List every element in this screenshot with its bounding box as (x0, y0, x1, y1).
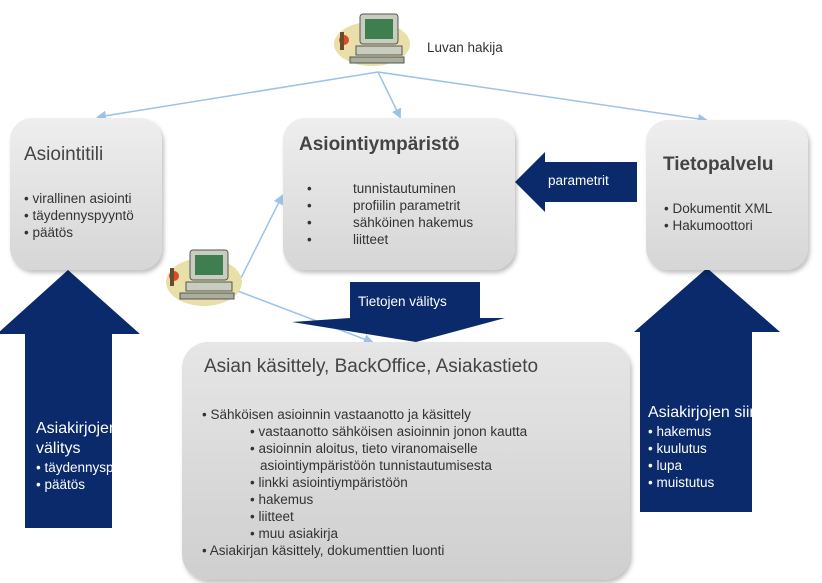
list-item: • liitteet (250, 509, 294, 524)
left-arrow-text: Asiakirjojen välitys • täydennyspyyntö •… (36, 419, 146, 493)
list-item: • täydennyspyyntö (24, 208, 134, 223)
bullet: • (307, 215, 312, 230)
list-item: sähköinen hakemus (353, 215, 474, 230)
right-arrow-title: Asiakirjojen siirto (648, 404, 769, 421)
applicant-label: Luvan hakija (427, 40, 503, 55)
connector-lower-to-asiointiymparisto (234, 194, 283, 291)
tietopalvelu-box: Tietopalvelu • Dokumentit XML • Hakumoot… (646, 120, 808, 270)
backoffice-box: Asian käsittely, BackOffice, Asiakastiet… (182, 342, 630, 580)
list-item: • muu asiakirja (250, 526, 339, 541)
connector-to-tietopalvelu (377, 71, 708, 124)
computer-user-icon (330, 6, 414, 70)
tietopalvelu-list: • Dokumentit XML • Hakumoottori (664, 200, 772, 234)
list-item: • Hakumoottori (664, 218, 753, 233)
right-up-arrow (634, 268, 780, 512)
list-item: • hakemus (648, 424, 712, 439)
right-arrow-text: Asiakirjojen siirto • hakemus • kuulutus… (648, 403, 769, 491)
backoffice-title: Asian käsittely, BackOffice, Asiakastiet… (204, 356, 539, 377)
tietopalvelu-title: Tietopalvelu (663, 154, 774, 175)
connector-to-asiointitili (96, 71, 379, 121)
list-item: asiointiympäristöön tunnistautumisesta (260, 458, 492, 473)
list-item: tunnistautuminen (353, 181, 456, 196)
parametrit-label: parametrit (548, 173, 609, 188)
list-item: • virallinen asiointi (24, 191, 132, 206)
asiointiymparisto-bullets: • • • • (307, 180, 312, 248)
parametrit-arrow (515, 152, 637, 212)
left-up-arrow (0, 270, 140, 528)
asiointitili-title: Asiointitili (24, 144, 104, 165)
list-item: • linkki asiointiympäristöön (250, 475, 408, 490)
connector-lower-to-backoffice (234, 289, 374, 344)
asiointiymparisto-list: tunnistautuminen profiilin parametrit sä… (353, 180, 473, 248)
backoffice-main-item-2: • Asiakirjan käsittely, dokumenttien luo… (202, 543, 445, 558)
bullet: • (307, 181, 312, 196)
list-item: • muistutus (648, 475, 715, 490)
computer-user-icon-lower (162, 244, 246, 310)
list-item: • täydennyspyyntö (36, 460, 146, 475)
tietojen-valitys-label: Tietojen välitys (358, 294, 447, 309)
list-item: • Dokumentit XML (664, 201, 773, 216)
list-item: liitteet (353, 232, 389, 247)
backoffice-main-item-1: • Sähköisen asioinnin vastaanotto ja käs… (202, 407, 471, 422)
list-item: • kuulutus (648, 441, 707, 456)
asiointiymparisto-box: Asiointiympäristö • • • • tunnistautumin… (283, 118, 515, 270)
asiointitili-box: Asiointitili • virallinen asiointi • täy… (10, 118, 162, 270)
list-item: • päätös (24, 225, 74, 240)
connector-to-asiointiymparisto (377, 71, 401, 119)
list-item: • hakemus (250, 492, 314, 507)
list-item: • vastaanotto sähköisen asioinnin jonon … (250, 424, 528, 439)
asiointiymparisto-title: Asiointiympäristö (299, 134, 460, 155)
list-item: • asioinnin aloitus, tieto viranomaisell… (250, 441, 478, 456)
left-arrow-title: Asiakirjojen välitys (36, 420, 118, 457)
bullet: • (307, 232, 312, 247)
list-item: • lupa (648, 458, 683, 473)
asiointitili-list: • virallinen asiointi • täydennyspyyntö … (24, 190, 134, 241)
list-item: • päätös (36, 477, 86, 492)
backoffice-sub-list: • vastaanotto sähköisen asioinnin jonon … (250, 423, 527, 542)
list-item: profiilin parametrit (353, 198, 461, 213)
tietojen-valitys-arrow (292, 282, 505, 342)
bullet: • (307, 198, 312, 213)
